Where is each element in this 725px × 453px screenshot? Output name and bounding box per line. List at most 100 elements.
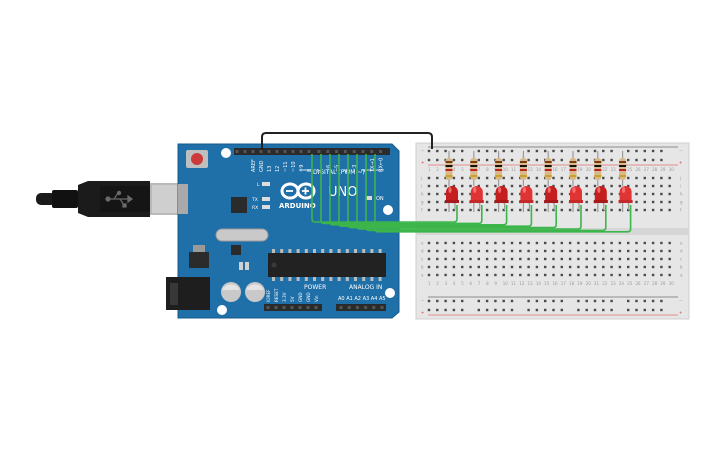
digital-pin-label: ~9 — [299, 165, 305, 172]
red-led[interactable] — [544, 186, 559, 212]
red-led[interactable] — [469, 186, 484, 212]
column-number: 11 — [511, 167, 517, 172]
digital-header[interactable] — [234, 148, 390, 155]
header-pin[interactable] — [355, 306, 359, 309]
header-pin[interactable] — [290, 306, 294, 309]
header-pin[interactable] — [314, 306, 318, 309]
red-led[interactable] — [494, 186, 509, 212]
header-pin[interactable] — [335, 150, 339, 153]
header-pin[interactable] — [267, 150, 271, 153]
row-letter: a — [680, 273, 683, 278]
power-pin-label: 5V — [290, 296, 295, 302]
resistor[interactable] — [495, 158, 503, 180]
red-led[interactable] — [519, 186, 534, 212]
header-pin[interactable] — [317, 150, 321, 153]
header-pin[interactable] — [266, 306, 270, 309]
header-pin[interactable] — [379, 150, 383, 153]
header-pin[interactable] — [298, 306, 302, 309]
digital-pin-label: 13 — [267, 166, 273, 172]
resistor[interactable] — [569, 158, 577, 180]
header-pin[interactable] — [282, 306, 286, 309]
analog-label: ANALOG IN — [349, 284, 382, 291]
row-letter: f — [421, 208, 423, 213]
red-led[interactable] — [569, 186, 583, 212]
row-letter: h — [421, 192, 424, 197]
signal-wire[interactable] — [320, 154, 483, 225]
resistor[interactable] — [470, 158, 478, 180]
header-pin[interactable] — [299, 150, 303, 153]
header-pin[interactable] — [251, 150, 255, 153]
column-number: 14 — [536, 167, 542, 172]
signal-wires — [311, 154, 632, 233]
header-pin[interactable] — [372, 306, 376, 309]
ground-wire[interactable] — [261, 132, 433, 150]
signal-wire[interactable] — [356, 154, 582, 230]
header-pin[interactable] — [283, 150, 287, 153]
header-pin[interactable] — [235, 150, 239, 153]
row-letter: i — [421, 184, 422, 189]
column-number: 30 — [669, 167, 675, 172]
header-pin[interactable] — [259, 150, 263, 153]
digital-pin-label: RX←0 — [379, 158, 385, 172]
header-pin[interactable] — [347, 306, 351, 309]
column-number: 8 — [486, 281, 489, 286]
power-jack[interactable] — [166, 277, 210, 310]
signal-wire[interactable] — [311, 154, 458, 223]
resistor[interactable] — [619, 158, 627, 180]
row-letter: f — [680, 208, 682, 213]
header-pin[interactable] — [307, 150, 311, 153]
red-led[interactable] — [445, 186, 459, 212]
column-number: 9 — [494, 281, 497, 286]
usb-chip — [231, 197, 247, 213]
signal-wire[interactable] — [347, 154, 557, 229]
header-pin[interactable] — [352, 150, 356, 153]
analog-pin-label: A5 — [379, 296, 386, 302]
header-pin[interactable] — [243, 150, 247, 153]
header-pin[interactable] — [326, 150, 330, 153]
usb-cable[interactable] — [36, 181, 180, 217]
analog-header[interactable] — [336, 304, 386, 311]
header-pin[interactable] — [306, 306, 310, 309]
signal-wire[interactable] — [374, 154, 632, 233]
row-letter: a — [421, 273, 424, 278]
red-led[interactable] — [593, 186, 608, 212]
header-pin[interactable] — [275, 150, 279, 153]
column-number: 27 — [644, 167, 650, 172]
header-left — [234, 148, 316, 155]
digital-pin-label: TX→1 — [370, 158, 376, 173]
header-pin[interactable] — [364, 306, 368, 309]
header-pin[interactable] — [339, 306, 343, 309]
digital-pin-label: ~3 — [352, 165, 358, 172]
signal-wire[interactable] — [338, 154, 533, 227]
header-pin[interactable] — [370, 150, 374, 153]
header-pin[interactable] — [343, 150, 347, 153]
column-number: 5 — [461, 167, 464, 172]
resistor[interactable] — [544, 158, 552, 180]
atmega-chip — [268, 249, 386, 281]
signal-wire[interactable] — [329, 154, 508, 226]
column-number: 13 — [528, 167, 534, 172]
red-led[interactable] — [618, 186, 633, 212]
resistor[interactable] — [594, 158, 602, 180]
reset-button[interactable] — [186, 150, 208, 168]
column-number: 16 — [553, 281, 559, 286]
header-pin[interactable] — [291, 150, 295, 153]
column-number: 12 — [519, 281, 525, 286]
header-pin[interactable] — [274, 306, 278, 309]
power-header[interactable] — [264, 304, 322, 311]
leds — [445, 186, 633, 212]
column-number: 1 — [428, 167, 431, 172]
row-letter: d — [680, 249, 683, 254]
power-pin-label: RESET — [274, 288, 279, 302]
resistor[interactable] — [445, 158, 453, 180]
header-pin[interactable] — [380, 306, 384, 309]
arduino-wordmark: ARDUINO — [279, 202, 316, 210]
digital-pin-label: AREF — [251, 159, 257, 172]
resistor[interactable] — [519, 158, 527, 180]
header-pin[interactable] — [361, 150, 365, 153]
signal-wire[interactable] — [365, 154, 607, 232]
column-number: 10 — [503, 167, 509, 172]
